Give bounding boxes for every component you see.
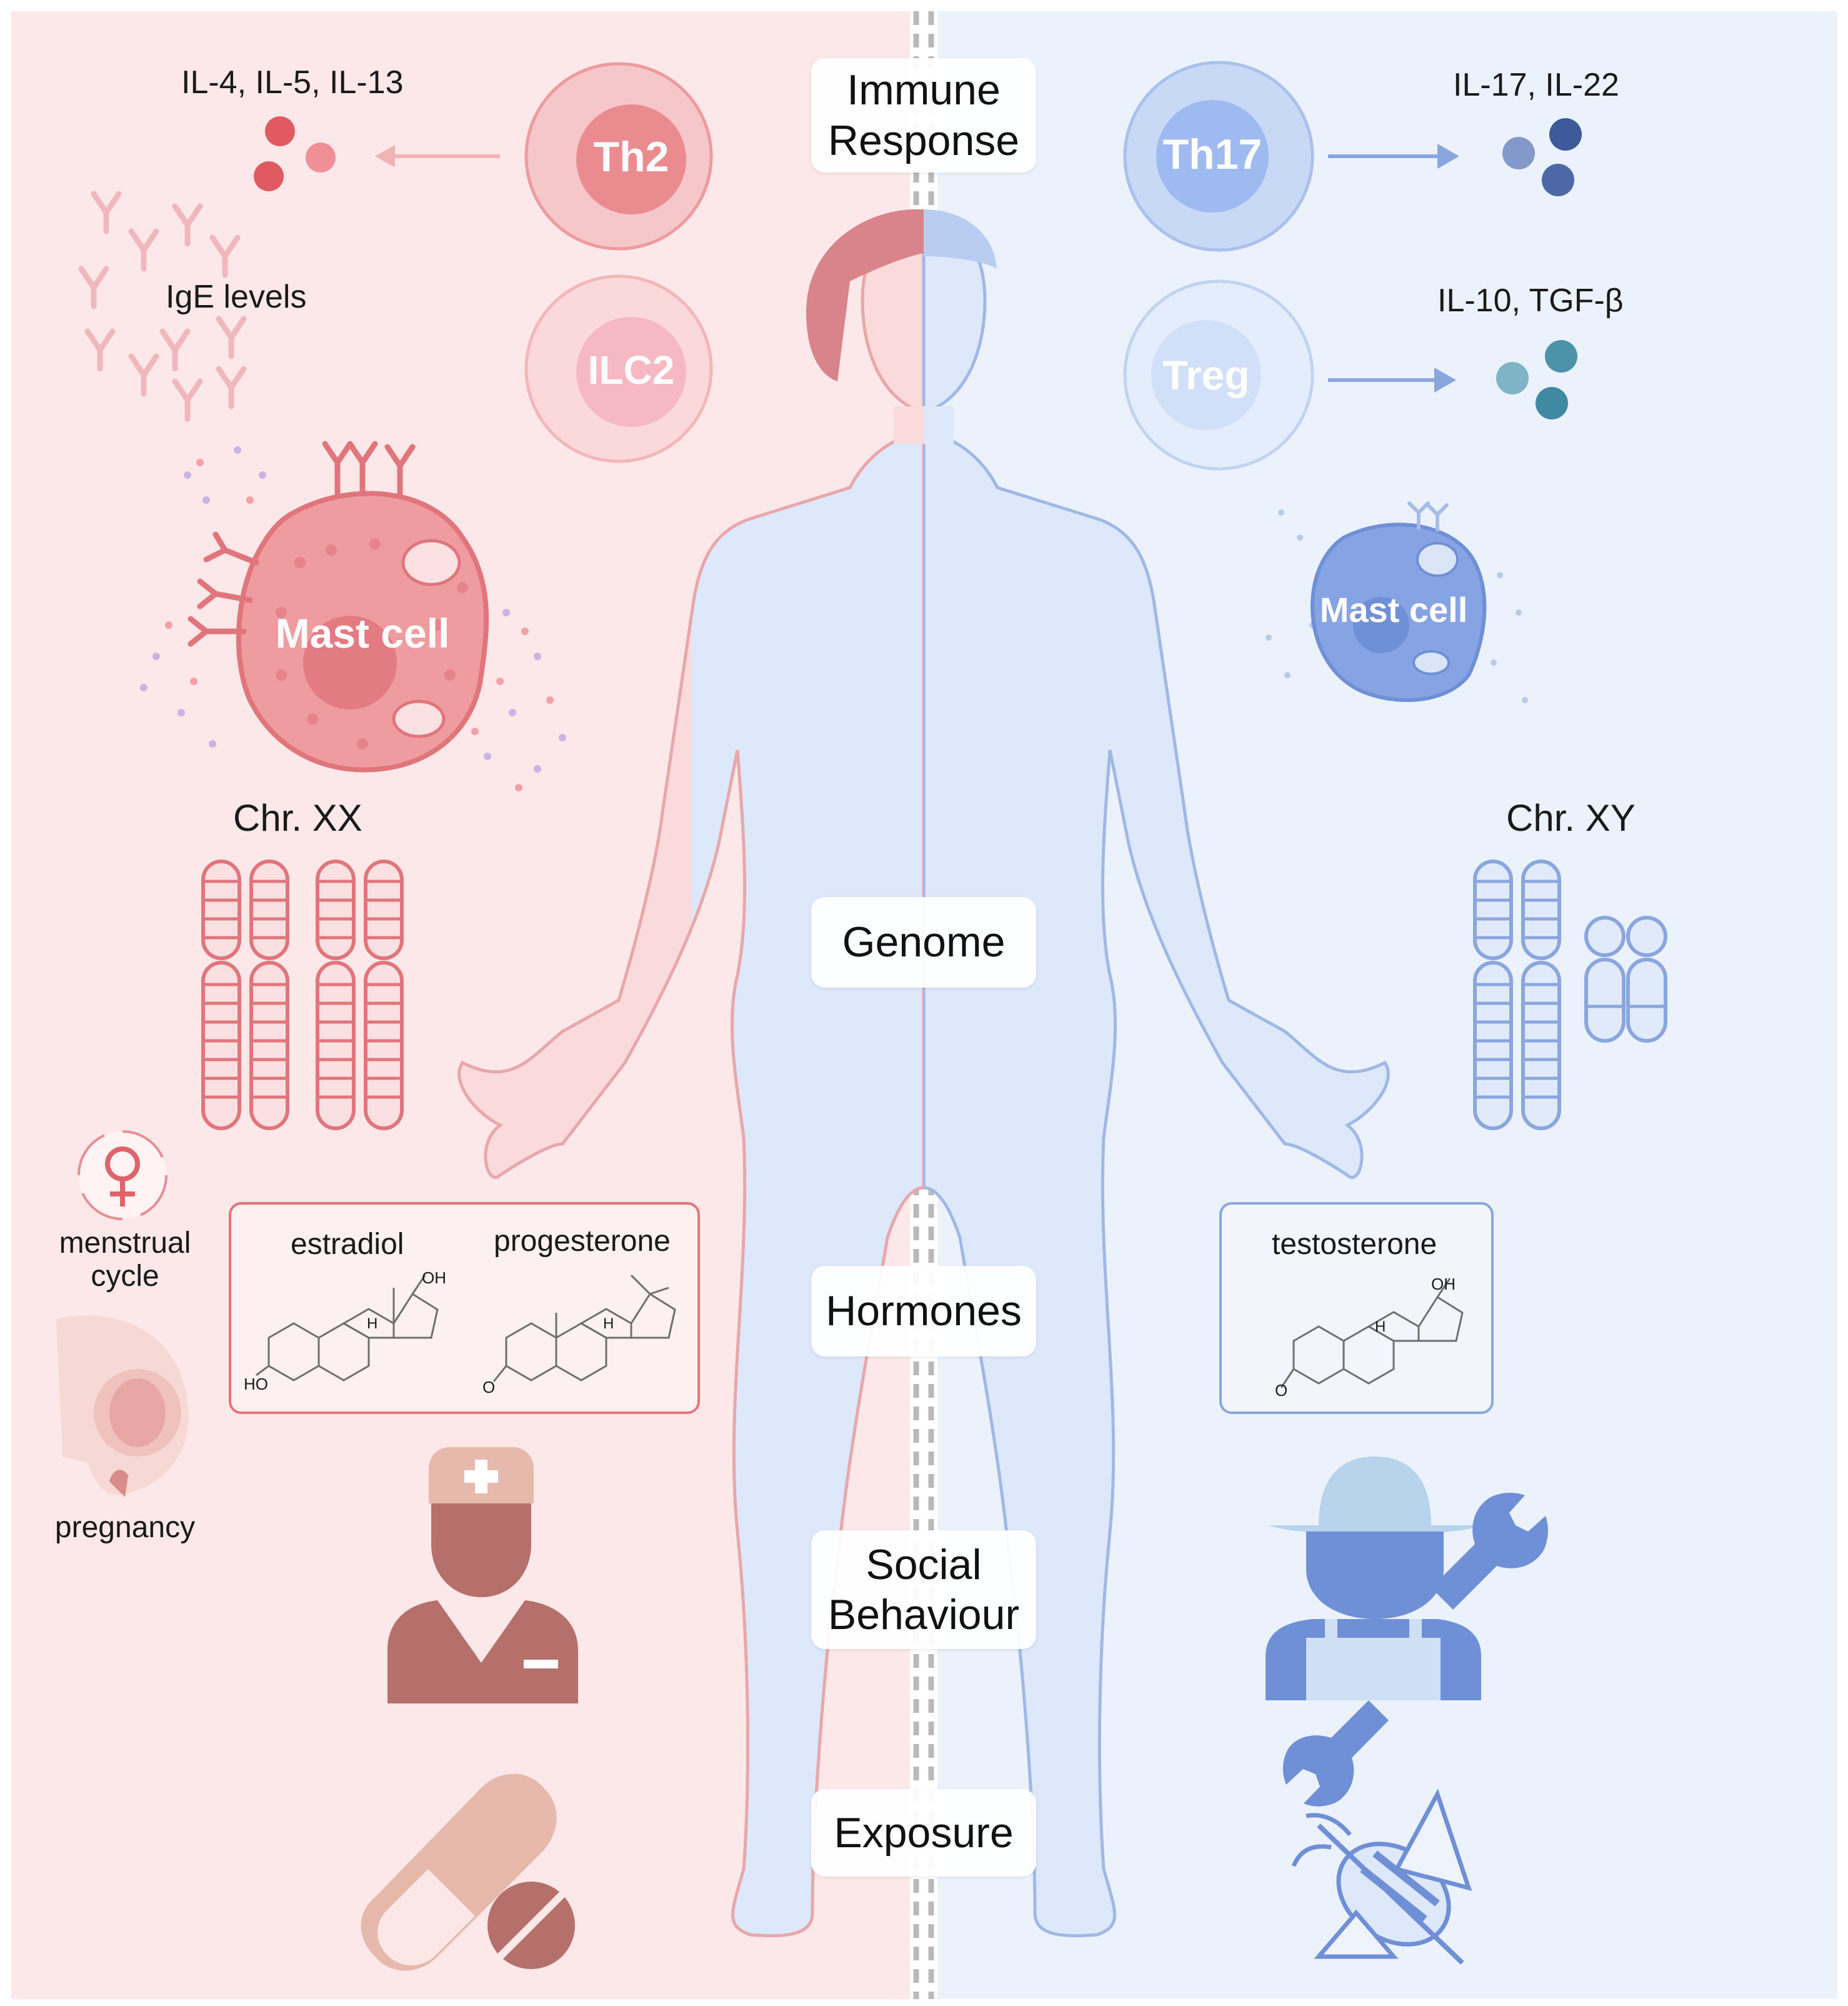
- treg-cell: [1123, 279, 1314, 471]
- cytokines-male-2: IL-10, TGF-β: [1437, 283, 1624, 319]
- female-symbol-icon: [77, 1130, 167, 1220]
- ige-antibodies: [78, 191, 247, 422]
- chromosome-bands-female: [203, 880, 402, 1099]
- cytokine-dots-female: [254, 116, 336, 191]
- label-hormones: Hormones: [811, 1266, 1036, 1357]
- testosterone-molecule: [1280, 1278, 1464, 1388]
- cell-label-th17: Th17: [1162, 131, 1262, 178]
- label-social-behaviour: Social Behaviour: [811, 1530, 1036, 1649]
- cell-label-treg: Treg: [1162, 352, 1250, 398]
- chromosomes-male: [1473, 860, 1667, 1130]
- arrow-th17: [1328, 144, 1459, 169]
- cell-label-ilc2: ILC2: [587, 348, 675, 393]
- hormone-box-female: [229, 1202, 700, 1414]
- chem-h-3: H: [1375, 1318, 1386, 1335]
- label-immune-response: Immune Response: [811, 58, 1036, 173]
- mast-cell-female: [140, 441, 566, 791]
- human-body-male: [924, 429, 1390, 1938]
- cytokine-dots-male-1: [1502, 118, 1582, 196]
- arrow-left: [375, 145, 500, 168]
- cytokine-dots-male-2: [1496, 340, 1577, 419]
- head: [806, 209, 997, 444]
- ilc2-cell: [524, 274, 713, 463]
- progesterone-molecule: [492, 1274, 676, 1382]
- pill-capsule-icon: [361, 1773, 557, 1971]
- label-exposure: Exposure: [811, 1789, 1036, 1877]
- th2-cell: [524, 62, 713, 251]
- chromosome-bands-male: [1475, 880, 1666, 1099]
- bee-icon: [1291, 1788, 1472, 1965]
- label-genome: Genome: [811, 897, 1036, 988]
- pill-tablet-icon: [487, 1882, 575, 1969]
- mast-cell-male: [1266, 501, 1528, 703]
- cell-label-th2: Th2: [593, 133, 669, 181]
- mast-cell-female-label: Mast cell: [275, 610, 450, 656]
- estradiol-molecule: [256, 1275, 439, 1382]
- chromosomes-female-label: Chr. XX: [233, 797, 362, 839]
- pregnancy-label: pregnancy: [54, 1511, 196, 1544]
- testosterone-label: testosterone: [1272, 1228, 1437, 1261]
- chem-oh-testosterone: OH: [1431, 1275, 1456, 1293]
- farmer-icon: [1266, 1457, 1481, 1700]
- hormone-box-male: [1219, 1202, 1494, 1414]
- chem-oh-estradiol: OH: [422, 1268, 446, 1287]
- wrench-icon: [1282, 1493, 1548, 1807]
- chromosomes-male-label: Chr. XY: [1506, 797, 1636, 839]
- ige-levels-label: IgE levels: [166, 279, 307, 315]
- estradiol-label: estradiol: [291, 1228, 404, 1261]
- chem-o-testosterone: O: [1275, 1381, 1288, 1400]
- chem-h-2: H: [603, 1315, 614, 1332]
- mast-cell-male-label: Mast cell: [1319, 590, 1468, 629]
- chem-h-1: H: [367, 1315, 378, 1332]
- nurse-icon: [387, 1447, 578, 1703]
- cytokines-male-1: IL-17, IL-22: [1453, 67, 1619, 103]
- chem-o-progesterone: O: [482, 1378, 496, 1397]
- human-body: [457, 429, 924, 1938]
- cytokines-female: IL-4, IL-5, IL-13: [181, 64, 404, 101]
- arrow-treg: [1328, 368, 1456, 393]
- pregnancy-illustration: [56, 1315, 189, 1497]
- th17-cell: [1123, 61, 1314, 252]
- progesterone-label: progesterone: [494, 1225, 671, 1258]
- menstrual-cycle-label: menstrual cycle: [59, 1226, 191, 1293]
- chem-ho-estradiol: HO: [244, 1375, 268, 1393]
